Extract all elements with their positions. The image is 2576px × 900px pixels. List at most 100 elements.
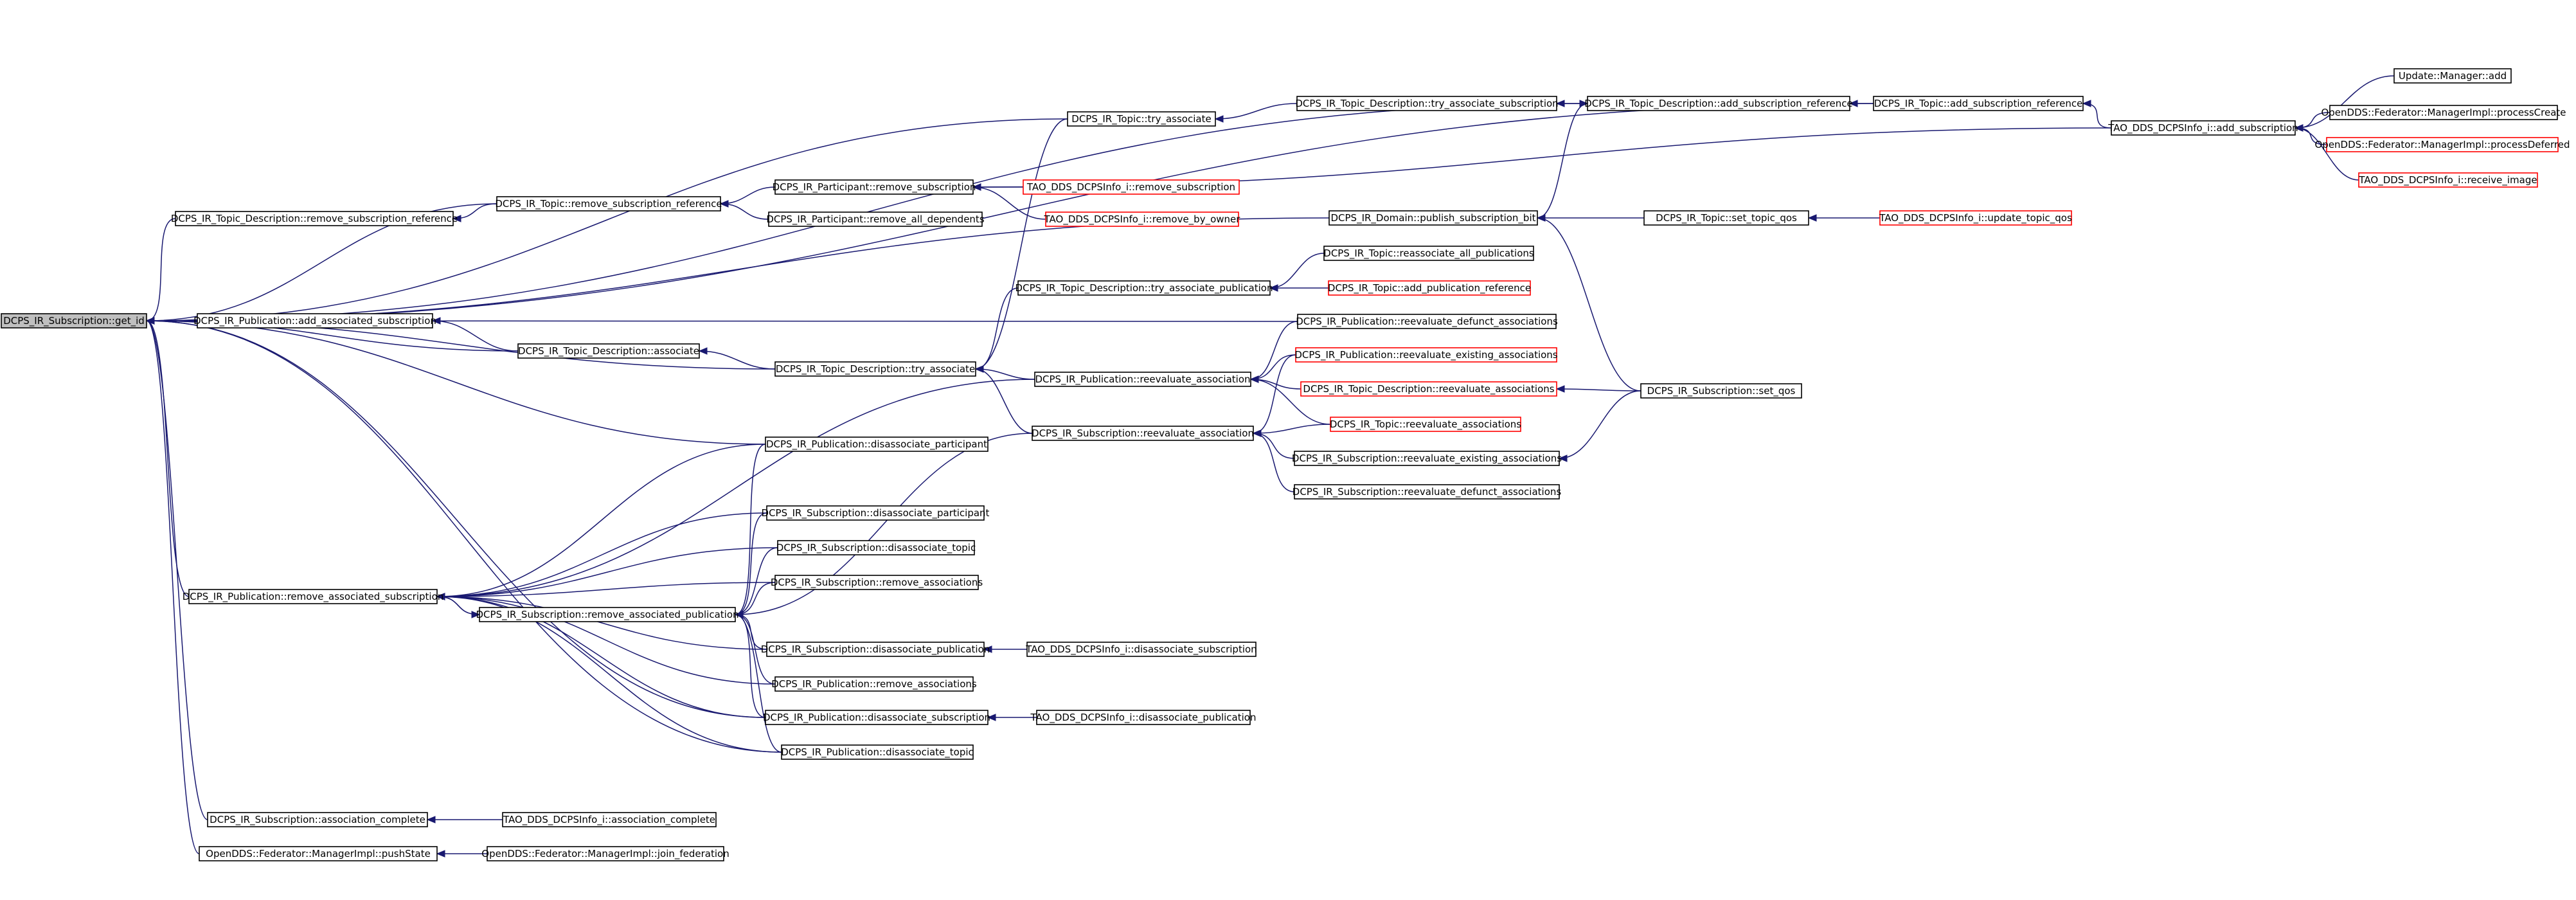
edge-arrowhead bbox=[426, 816, 436, 824]
call-edge bbox=[1250, 321, 1298, 380]
graph-node[interactable]: DCPS_IR_Publication::reevaluate_associat… bbox=[1034, 372, 1251, 387]
graph-node[interactable]: DCPS_IR_Topic_Description::associate bbox=[517, 343, 700, 359]
node-label: OpenDDS::Federator::ManagerImpl::process… bbox=[2314, 139, 2570, 150]
node-label: DCPS_IR_Topic_Description::try_associate bbox=[776, 363, 975, 375]
graph-node[interactable]: DCPS_IR_Topic::try_associate bbox=[1067, 111, 1216, 127]
graph-node[interactable]: DCPS_IR_Subscription::disassociate_publi… bbox=[761, 642, 990, 657]
edge-arrowhead bbox=[1848, 100, 1858, 107]
graph-node[interactable]: DCPS_IR_Subscription::get_id bbox=[1, 313, 147, 328]
graph-node[interactable]: DCPS_IR_Topic::remove_subscription_refer… bbox=[495, 196, 722, 212]
node-label: DCPS_IR_Topic::try_associate bbox=[1071, 113, 1211, 125]
node-box bbox=[766, 505, 985, 521]
edge-arrowhead bbox=[431, 317, 441, 325]
call-edge bbox=[1250, 354, 1296, 380]
graph-node[interactable]: OpenDDS::Federator::ManagerImpl::pushSta… bbox=[199, 846, 438, 861]
graph-node[interactable]: DCPS_IR_Participant::remove_all_dependen… bbox=[766, 212, 985, 227]
graph-node[interactable]: DCPS_IR_Topic_Description::remove_subscr… bbox=[171, 211, 458, 226]
graph-node[interactable]: TAO_DDS_DCPSInfo_i::receive_image bbox=[2358, 172, 2538, 188]
node-box bbox=[2111, 120, 2296, 136]
graph-node[interactable]: DCPS_IR_Subscription::reevaluate_existin… bbox=[1292, 451, 1562, 466]
edge-arrowhead bbox=[145, 317, 155, 325]
edge-arrowhead bbox=[1555, 385, 1565, 393]
call-edge bbox=[146, 118, 1068, 321]
node-label: DCPS_IR_Topic_Description::try_associate… bbox=[1295, 98, 1558, 110]
call-edge bbox=[146, 320, 766, 718]
call-edge bbox=[436, 596, 766, 718]
node-box bbox=[774, 361, 976, 377]
node-box bbox=[2326, 137, 2559, 152]
call-edge bbox=[146, 320, 208, 820]
edge-arrowhead bbox=[972, 183, 981, 191]
graph-node[interactable]: DCPS_IR_Publication::reevaluate_defunct_… bbox=[1296, 314, 1558, 329]
node-box bbox=[199, 846, 438, 861]
graph-node[interactable]: DCPS_IR_Publication::disassociate_partic… bbox=[765, 437, 988, 452]
edge-arrowhead bbox=[1807, 214, 1817, 222]
graph-node[interactable]: DCPS_IR_Topic_Description::add_subscript… bbox=[1584, 96, 1853, 111]
node-label: DCPS_IR_Topic::add_publication_reference bbox=[1328, 282, 1531, 294]
graph-node[interactable]: DCPS_IR_Topic_Description::reevaluate_as… bbox=[1300, 381, 1557, 397]
graph-node[interactable]: TAO_DDS_DCPSInfo_i::association_complete bbox=[502, 812, 717, 827]
graph-node[interactable]: DCPS_IR_Subscription::remove_associated_… bbox=[476, 607, 739, 622]
edge-arrowhead bbox=[734, 611, 744, 618]
node-box bbox=[1300, 381, 1557, 397]
node-box bbox=[1330, 417, 1521, 432]
graph-node[interactable]: DCPS_IR_Subscription::reevaluate_associa… bbox=[1032, 426, 1254, 441]
graph-node[interactable]: DCPS_IR_Topic_Description::try_associate… bbox=[1295, 96, 1559, 111]
graph-node[interactable]: DCPS_IR_Publication::disassociate_topic bbox=[781, 744, 974, 760]
node-label: DCPS_IR_Subscription::set_qos bbox=[1647, 385, 1796, 397]
graph-node[interactable]: DCPS_IR_Subscription::disassociate_topic bbox=[776, 540, 976, 555]
graph-node[interactable]: TAO_DDS_DCPSInfo_i::remove_by_owner bbox=[1044, 212, 1241, 227]
node-label: DCPS_IR_Topic_Description::reevaluate_as… bbox=[1303, 383, 1554, 395]
graph-node[interactable]: DCPS_IR_Domain::publish_subscription_bit bbox=[1328, 210, 1538, 226]
graph-node[interactable]: DCPS_IR_Subscription::disassociate_parti… bbox=[762, 505, 990, 521]
graph-node[interactable]: DCPS_IR_Subscription::association_comple… bbox=[207, 812, 428, 827]
graph-node[interactable]: TAO_DDS_DCPSInfo_i::disassociate_publica… bbox=[1030, 710, 1257, 725]
graph-node[interactable]: DCPS_IR_Subscription::reevaluate_defunct… bbox=[1292, 484, 1562, 500]
node-box bbox=[765, 710, 988, 725]
graph-node[interactable]: OpenDDS::Federator::ManagerImpl::process… bbox=[2314, 137, 2570, 152]
node-box bbox=[188, 589, 438, 604]
graph-node[interactable]: DCPS_IR_Topic::add_publication_reference bbox=[1328, 280, 1531, 296]
graph-node[interactable]: DCPS_IR_Publication::add_associated_subs… bbox=[193, 313, 436, 328]
node-box bbox=[1023, 179, 1240, 195]
call-edge bbox=[975, 118, 1068, 370]
node-box bbox=[1328, 210, 1538, 226]
graph-node[interactable]: DCPS_IR_Publication::disassociate_subscr… bbox=[763, 710, 990, 725]
call-edge bbox=[146, 103, 1874, 321]
call-edge bbox=[1253, 354, 1296, 434]
graph-node[interactable]: DCPS_IR_Topic::set_topic_qos bbox=[1643, 210, 1809, 226]
call-edge bbox=[975, 368, 1035, 380]
graph-node[interactable]: TAO_DDS_DCPSInfo_i::update_topic_qos bbox=[1879, 210, 2072, 226]
graph-node[interactable]: TAO_DDS_DCPSInfo_i::remove_subscription bbox=[1023, 179, 1240, 195]
graph-node[interactable]: DCPS_IR_Subscription::set_qos bbox=[1640, 383, 1802, 399]
graph-node[interactable]: DCPS_IR_Topic::reevaluate_associations bbox=[1330, 417, 1521, 432]
call-edge bbox=[1537, 103, 1588, 219]
node-box bbox=[1640, 383, 1802, 399]
node-box bbox=[781, 744, 974, 760]
graph-node[interactable]: DCPS_IR_Topic::reassociate_all_publicati… bbox=[1323, 246, 1534, 261]
graph-node[interactable]: DCPS_IR_Publication::remove_associated_s… bbox=[183, 589, 444, 604]
call-edge bbox=[436, 512, 767, 597]
graph-node[interactable]: Update::Manager::add bbox=[2393, 68, 2512, 84]
graph-node[interactable]: DCPS_IR_Topic::add_subscription_referenc… bbox=[1873, 96, 2084, 111]
graph-node[interactable]: DCPS_IR_Participant::remove_subscription bbox=[773, 179, 976, 195]
edge-arrowhead bbox=[1536, 214, 1546, 222]
graph-node[interactable]: DCPS_IR_Subscription::remove_association… bbox=[771, 575, 983, 590]
node-label: DCPS_IR_Topic::add_subscription_referenc… bbox=[1874, 98, 2083, 110]
graph-node[interactable]: DCPS_IR_Publication::remove_associations bbox=[771, 676, 977, 692]
graph-node[interactable]: DCPS_IR_Topic_Description::try_associate bbox=[774, 361, 976, 377]
node-label: DCPS_IR_Subscription::remove_association… bbox=[771, 577, 983, 589]
graph-node[interactable]: TAO_DDS_DCPSInfo_i::add_subscription bbox=[2107, 120, 2298, 136]
graph-node[interactable]: OpenDDS::Federator::ManagerImpl::join_fe… bbox=[481, 846, 729, 861]
node-label: DCPS_IR_Subscription::reevaluate_existin… bbox=[1292, 453, 1562, 465]
node-label: TAO_DDS_DCPSInfo_i::update_topic_qos bbox=[1879, 212, 2072, 224]
graph-node[interactable]: DCPS_IR_Publication::reevaluate_existing… bbox=[1294, 347, 1558, 363]
graph-node[interactable]: DCPS_IR_Topic_Description::try_associate… bbox=[1015, 280, 1273, 296]
node-box bbox=[487, 846, 724, 861]
node-label: DCPS_IR_Topic_Description::associate bbox=[518, 345, 699, 357]
call-edge bbox=[1250, 379, 1331, 425]
graph-node[interactable]: TAO_DDS_DCPSInfo_i::disassociate_subscri… bbox=[1025, 642, 1257, 657]
graph-node[interactable]: OpenDDS::Federator::ManagerImpl::process… bbox=[2321, 105, 2566, 120]
node-label: DCPS_IR_Publication::add_associated_subs… bbox=[193, 315, 436, 327]
